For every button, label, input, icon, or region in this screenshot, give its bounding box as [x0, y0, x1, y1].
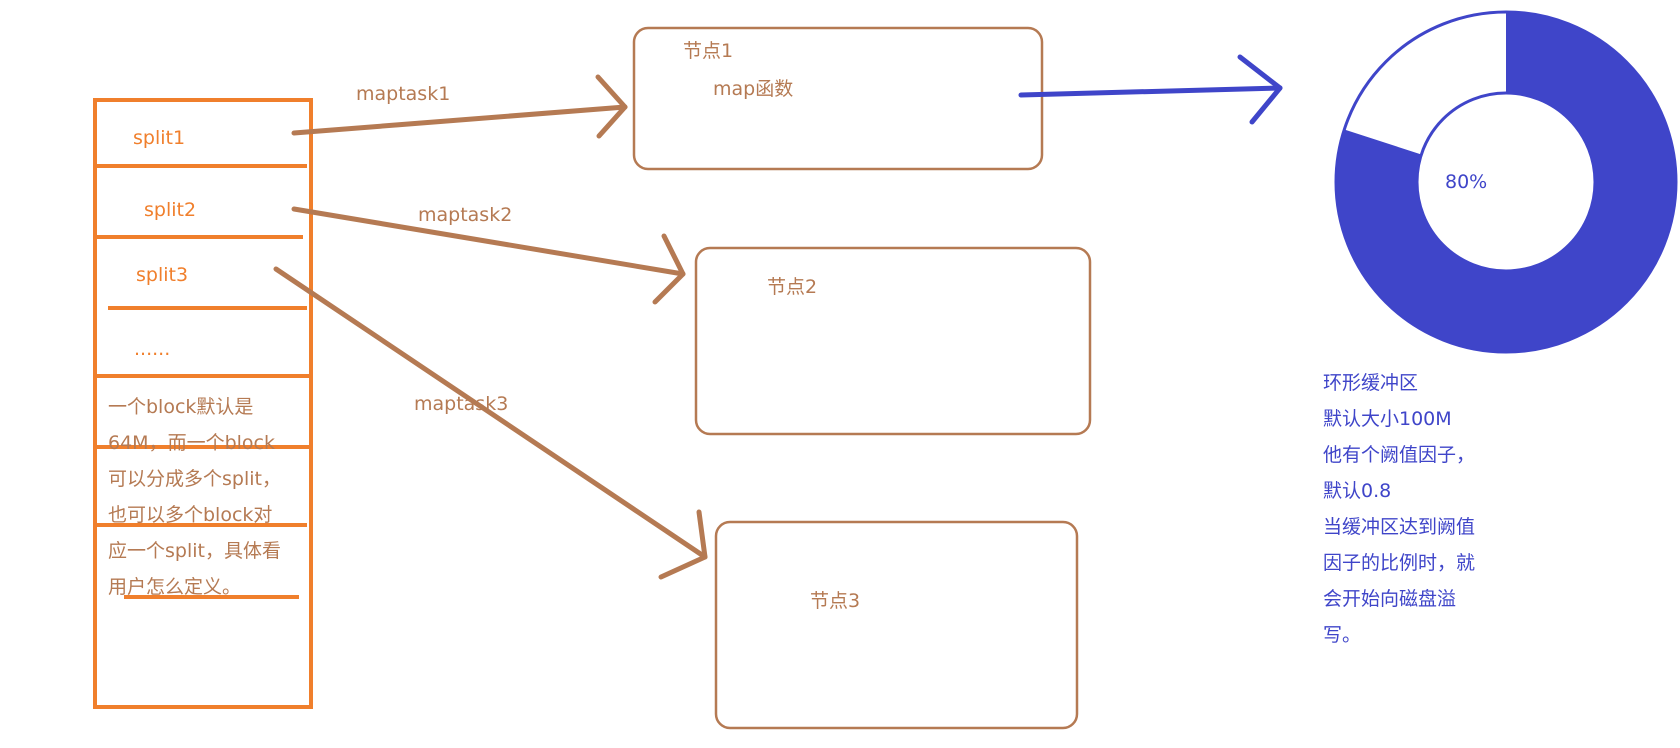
buffer-arrowhead [1237, 54, 1283, 125]
buffer-note-line: 环形缓冲区 [1323, 372, 1419, 394]
block-note-line: 可以分成多个split， [108, 468, 281, 490]
split-more-label: ...... [134, 338, 171, 360]
buffer-note: 环形缓冲区 默认大小100M 他有个阙值因子， 默认0.8 当缓冲区达到阙值 因… [1323, 365, 1475, 653]
buffer-note-line: 写。 [1323, 624, 1362, 646]
block-note-line: 用户怎么定义。 [108, 576, 242, 598]
maptask2-arrowhead [652, 233, 686, 305]
buffer-note-line: 当缓冲区达到阙值 [1323, 516, 1476, 538]
buffer-note-line: 默认0.8 [1323, 480, 1392, 502]
node1-title: 节点1 [683, 40, 734, 62]
node1-subtitle: map函数 [713, 78, 794, 100]
block-note-line: 64M，而一个block [108, 432, 275, 454]
ring-filled-segment [1336, 12, 1676, 352]
maptask1-arrow [291, 104, 628, 136]
split2-label: split2 [144, 199, 197, 221]
block-note-line: 也可以多个block对 [108, 504, 273, 526]
ring-percent-label: 80% [1445, 171, 1488, 193]
split-column-frame [93, 98, 313, 709]
buffer-note-line: 会开始向磁盘溢 [1323, 588, 1457, 610]
block-note: 一个block默认是 64M，而一个block 可以分成多个split， 也可以… [108, 389, 281, 605]
block-note-line: 一个block默认是 [108, 396, 254, 418]
buffer-note-line: 默认大小100M [1323, 408, 1452, 430]
node2-box [694, 246, 1092, 436]
maptask1-label: maptask1 [356, 83, 451, 105]
split1-label: split1 [133, 127, 186, 149]
node3-box [714, 520, 1079, 730]
buffer-arrow [1018, 85, 1283, 98]
maptask3-arrow [273, 266, 708, 560]
split3-label: split3 [136, 264, 189, 286]
buffer-note-line: 他有个阙值因子， [1323, 444, 1476, 466]
block-note-line: 应一个split，具体看 [108, 540, 281, 562]
maptask3-label: maptask3 [414, 393, 509, 415]
maptask2-label: maptask2 [418, 204, 513, 226]
node2-title: 节点2 [767, 276, 818, 298]
maptask1-arrowhead [595, 74, 628, 139]
buffer-note-line: 因子的比例时，就 [1323, 552, 1476, 574]
maptask3-arrowhead [658, 509, 708, 580]
maptask2-arrow [291, 206, 686, 277]
node3-title: 节点3 [810, 590, 861, 612]
ring-inner-outline [1415, 91, 1597, 273]
node1-box [632, 26, 1044, 171]
